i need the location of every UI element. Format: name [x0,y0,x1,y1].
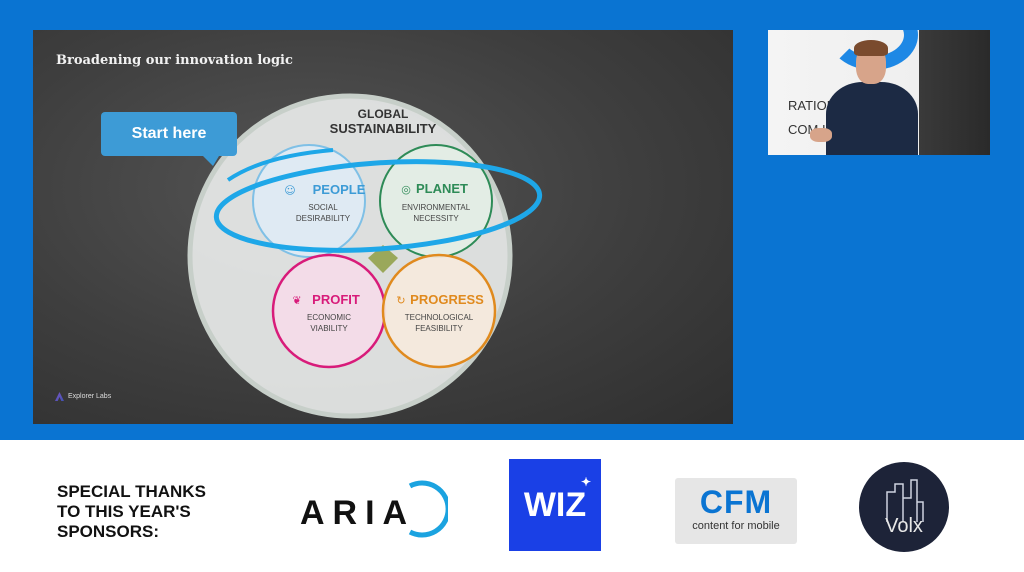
outer-label-global: GLOBAL [358,107,409,121]
volx-logo: Volx [859,462,949,552]
backdrop-text-1: RATION [788,98,837,113]
speaker-body [826,82,918,155]
slide-title: Broadening our innovation logic [56,53,293,68]
progress-title: PROGRESS [410,292,484,307]
cfm-logo: CFM content for mobile [675,478,797,544]
volx-wordmark: Volx [885,515,923,537]
hand-coin-icon: ❦ [292,294,301,307]
speaker-camera-feed: RATION COM IND [768,30,990,155]
globe-icon: ◎ [401,183,411,196]
highlight-stroke-tail [226,148,334,182]
people-line1: SOCIAL [308,203,338,212]
start-here-callout: Start here [101,112,237,166]
sponsor-heading-line: SPONSORS: [57,522,160,541]
profit-circle [271,253,387,369]
explorer-labs-icon [55,392,64,401]
explorer-labs-logo: Explorer Labs [55,392,111,401]
people-title: PEOPLE [313,182,366,197]
profit-line2: VIABILITY [310,324,348,333]
cfm-tagline: content for mobile [692,520,780,532]
stream-background: Broadening our innovation logic GLOBAL S… [0,0,1024,440]
sustainability-venn-diagram: GLOBAL SUSTAINABILITY ☺ PEOPLE SOCIAL DE… [187,93,543,419]
sponsor-heading-line: TO THIS YEAR'S [57,502,191,521]
progress-line1: TECHNOLOGICAL [405,313,474,322]
profit-title: PROFIT [312,292,360,307]
city-skyline-icon [886,479,924,522]
aria-wordmark: ARIA [300,494,416,532]
aria-logo: ARIA [300,478,450,542]
people-icon: ☺ [284,184,295,197]
progress-line2: FEASIBILITY [415,324,463,333]
sponsor-heading-line: SPECIAL THANKS [57,482,206,501]
outer-sustainability-circle [187,93,513,419]
speaker-hair [854,40,888,56]
planet-title: PLANET [416,181,468,196]
refresh-icon: ↻ [396,294,405,307]
cfm-wordmark: CFM [699,484,773,520]
people-line2: DESIRABILITY [296,214,351,223]
speaker-hand [810,128,832,142]
progress-circle [381,253,497,369]
outer-label-sustainability: SUSTAINABILITY [330,121,437,136]
people-circle [252,144,366,258]
planet-line2: NECESSITY [413,214,459,223]
planet-line1: ENVIRONMENTAL [402,203,471,212]
sponsor-heading: SPECIAL THANKS TO THIS YEAR'S SPONSORS: [57,482,257,542]
wiz-wordmark: WIZ [523,485,587,524]
highlight-ellipse [213,159,543,253]
explorer-labs-label: Explorer Labs [68,393,112,400]
sparkle-icon: ✦ [580,475,591,489]
center-overlap [368,245,398,273]
aria-ring-icon [408,480,448,538]
presentation-slide: Broadening our innovation logic GLOBAL S… [33,30,733,424]
wiz-logo: WIZ ✦ [509,459,601,551]
profit-line1: ECONOMIC [307,313,351,322]
